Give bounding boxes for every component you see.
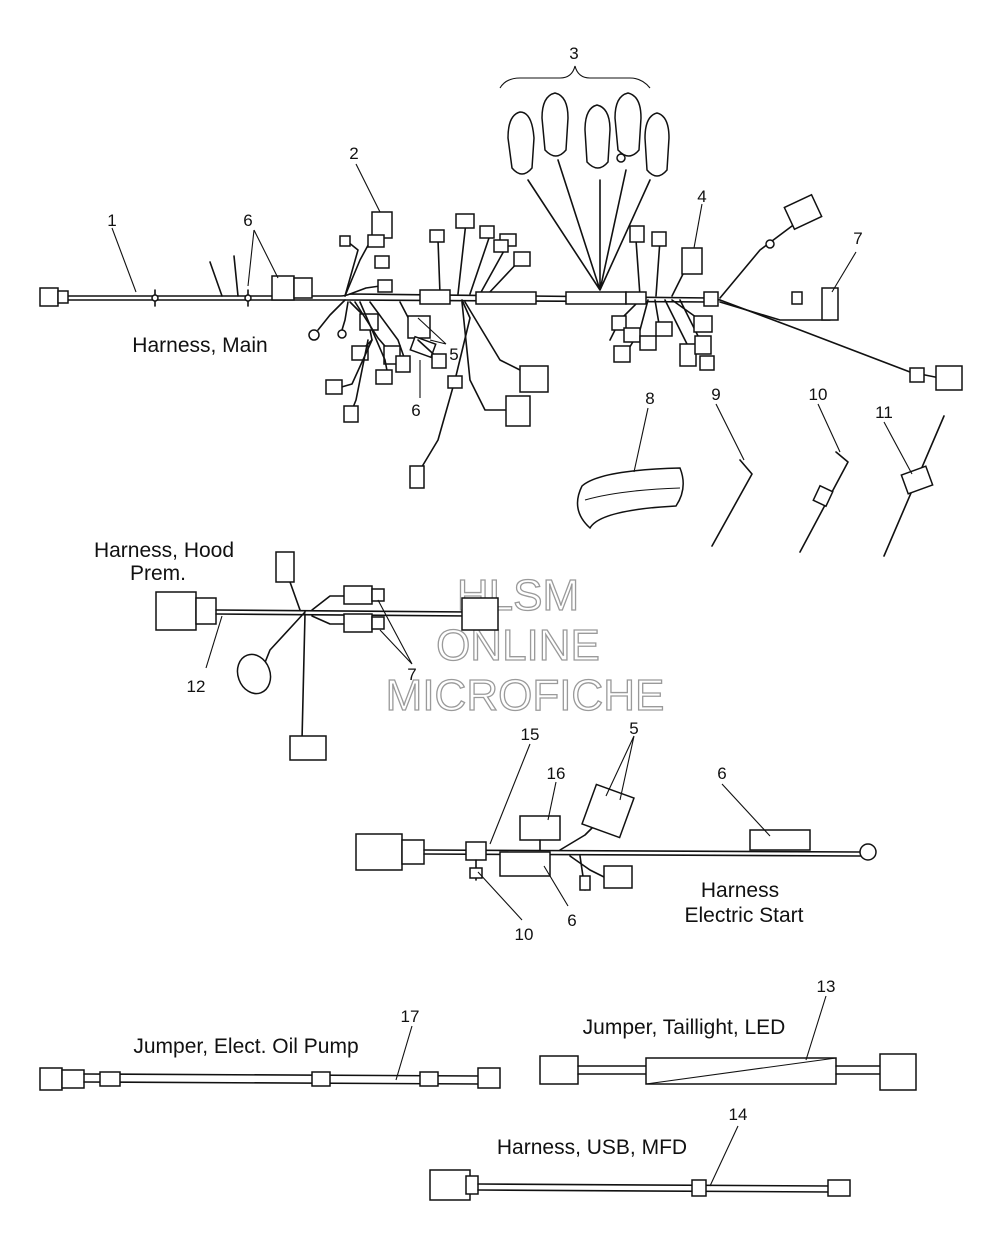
harness-labels: Harness, Main Harness, Hood Prem. Harnes… xyxy=(94,334,804,1159)
usb-harness-drawing xyxy=(429,1169,851,1201)
callout-12: 12 xyxy=(187,677,206,696)
taillight-jumper-drawing xyxy=(539,1053,917,1091)
callout-15: 15 xyxy=(521,725,540,744)
callout-6-electric-start-right: 6 xyxy=(717,764,726,783)
small-parts-drawing xyxy=(576,415,945,557)
watermark: HLSM ONLINE MICROFICHE xyxy=(385,570,665,720)
callout-5-electric-start: 5 xyxy=(629,719,638,738)
callout-10-small-parts: 10 xyxy=(809,385,828,404)
label-jumper-oil-pump: Jumper, Elect. Oil Pump xyxy=(133,1035,358,1058)
callout-2: 2 xyxy=(349,144,358,163)
callout-7-main: 7 xyxy=(853,229,862,248)
callout-6-main-upper: 6 xyxy=(243,211,252,230)
callout-6-main-lower: 6 xyxy=(411,401,420,420)
label-harness-electric-start-line-1: Harness xyxy=(701,879,779,902)
callout-11: 11 xyxy=(875,403,893,422)
callout-1: 1 xyxy=(107,211,116,230)
callout-10-electric-start: 10 xyxy=(515,925,534,944)
hood-harness-drawing xyxy=(155,551,499,761)
main-harness-drawing xyxy=(39,65,963,489)
watermark-line-2: ONLINE xyxy=(436,621,600,670)
label-harness-main: Harness, Main xyxy=(132,334,267,357)
label-harness-usb: Harness, USB, MFD xyxy=(497,1136,687,1159)
callout-14: 14 xyxy=(729,1105,748,1124)
callout-7-hood: 7 xyxy=(407,665,416,684)
callout-9: 9 xyxy=(711,385,720,404)
label-jumper-taillight: Jumper, Taillight, LED xyxy=(583,1016,786,1039)
callout-16: 16 xyxy=(547,764,566,783)
callout-5-main: 5 xyxy=(449,345,458,364)
label-harness-electric-start-line-2: Electric Start xyxy=(684,904,803,927)
label-harness-hood-line-2: Prem. xyxy=(130,562,186,585)
callout-17: 17 xyxy=(401,1007,420,1026)
callout-3: 3 xyxy=(569,44,578,63)
watermark-line-3: MICROFICHE xyxy=(386,671,665,720)
callout-8: 8 xyxy=(645,389,654,408)
callout-4: 4 xyxy=(697,187,706,206)
callout-numbers: 1 2 3 4 5 5 6 6 6 6 7 7 8 9 10 10 11 12 … xyxy=(107,44,893,1124)
callout-6-electric-start-lower: 6 xyxy=(567,911,576,930)
label-harness-hood-line-1: Harness, Hood xyxy=(94,539,234,562)
callout-13: 13 xyxy=(817,977,836,996)
oil-pump-jumper-drawing xyxy=(39,1067,501,1091)
electric-start-harness-drawing xyxy=(355,783,877,891)
leader-lines xyxy=(111,163,913,1187)
